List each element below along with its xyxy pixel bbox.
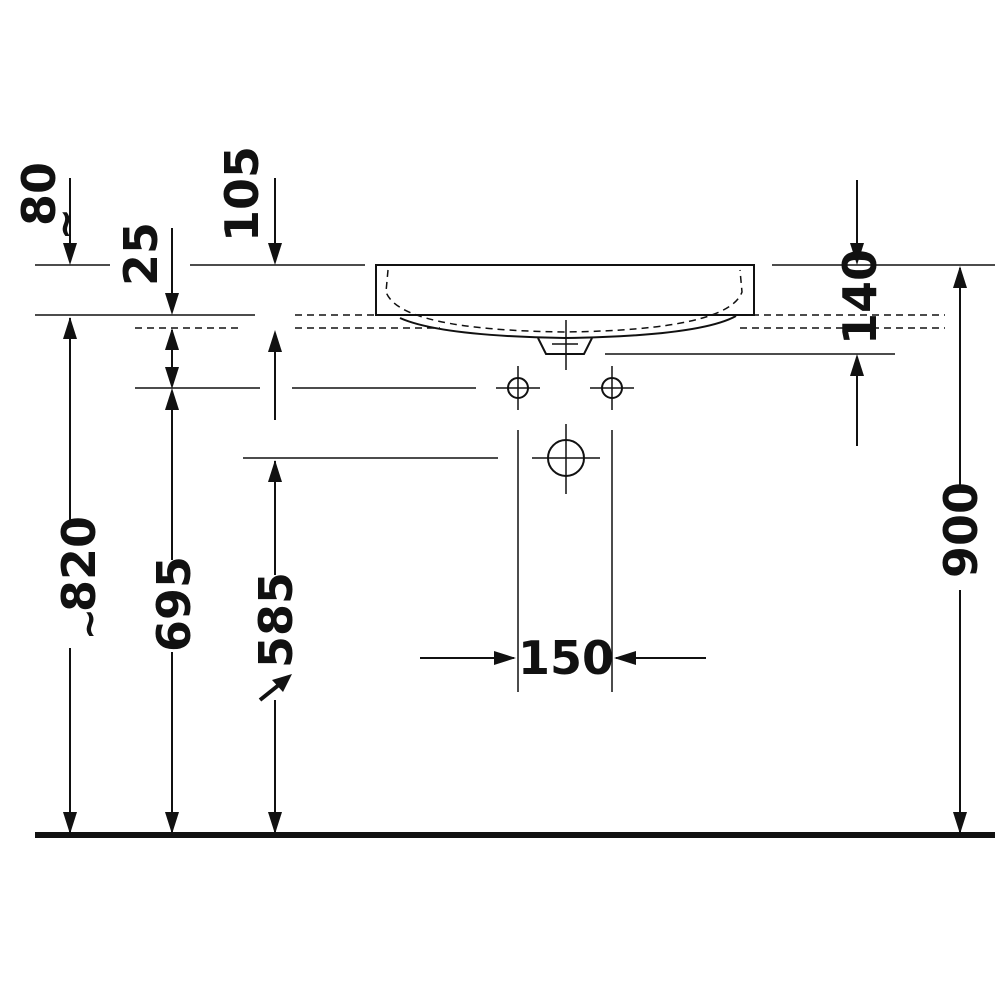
dimension-140: 140 — [833, 180, 887, 446]
dimension-105-label: 105 — [215, 146, 269, 242]
dimension-25-label: 25 — [114, 222, 168, 286]
dimension-585-label: 585 — [249, 572, 303, 668]
dimension-820-label: 820 — [52, 516, 106, 612]
dimension-80: 80 ~ — [12, 162, 87, 265]
tap-hole-left — [496, 366, 540, 410]
arrow-up-right-icon — [258, 674, 292, 702]
dimension-140-label: 140 — [833, 249, 887, 345]
dimension-695-label: 695 — [147, 556, 201, 652]
dimension-585: 585 — [249, 330, 303, 834]
dimension-150: 150 — [420, 631, 706, 685]
dimension-150-label: 150 — [518, 631, 614, 685]
dimension-900: 900 — [934, 266, 988, 834]
tap-hole-right — [590, 366, 634, 410]
dimension-80-prefix: ~ — [43, 208, 87, 240]
dimension-820-prefix: ~ — [67, 608, 111, 640]
waste-outlet — [532, 424, 600, 494]
dimension-25: 25 — [114, 222, 179, 315]
dimension-900-label: 900 — [934, 482, 988, 578]
washbasin — [375, 264, 755, 370]
dimension-820: 820 ~ — [52, 317, 111, 834]
dimension-80-label: 80 — [12, 162, 66, 226]
dimension-105: 105 — [215, 146, 282, 265]
dimension-695: 695 — [147, 328, 201, 834]
